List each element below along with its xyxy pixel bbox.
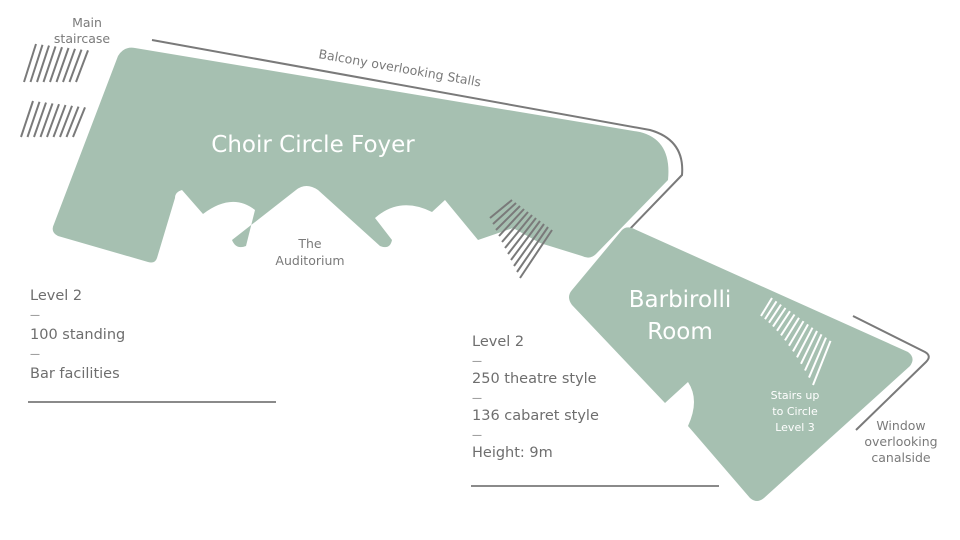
- main-staircase-label-2: staircase: [54, 31, 110, 46]
- stair-step: [495, 205, 521, 231]
- stair-step: [510, 220, 541, 261]
- stair-step: [42, 46, 57, 83]
- separator: —: [472, 393, 482, 404]
- stairs-up-label-2: to Circle: [772, 405, 818, 418]
- window-label-3: canalside: [871, 450, 931, 465]
- choir-circle-foyer-title: Choir Circle Foyer: [211, 132, 415, 158]
- stair-step: [812, 340, 832, 386]
- stair-step: [796, 327, 814, 358]
- stair-step: [513, 223, 545, 267]
- balcony-wall: [151, 39, 684, 263]
- stair-step: [519, 229, 553, 279]
- stair-step: [46, 103, 60, 138]
- foyer-capacity: 100 standing: [30, 327, 126, 343]
- stair-step: [764, 300, 778, 320]
- stair-step: [772, 307, 787, 328]
- stair-step: [68, 49, 83, 83]
- stair-step: [72, 107, 86, 138]
- stair-step: [507, 217, 537, 255]
- window-label-1: Window: [876, 418, 925, 433]
- stair-step: [788, 320, 805, 347]
- stair-step: [776, 310, 791, 332]
- stair-step: [498, 208, 525, 237]
- stair-step: [492, 202, 517, 225]
- separator: —: [472, 430, 482, 441]
- stair-step: [516, 226, 549, 273]
- stair-step: [26, 101, 41, 138]
- stair-step: [768, 304, 782, 324]
- auditorium-label-1: The: [297, 236, 322, 251]
- stairs-up-label-3: Level 3: [775, 421, 815, 434]
- stair-step: [65, 106, 80, 138]
- stair-step: [33, 102, 47, 138]
- barbirolli-title-2: Room: [647, 319, 713, 345]
- stair-step: [23, 43, 37, 83]
- foyer-facilities: Bar facilities: [30, 366, 120, 382]
- stair-step: [804, 333, 823, 371]
- stair-step: [39, 103, 54, 138]
- stair-step: [760, 297, 773, 317]
- barbirolli-cabaret: 136 cabaret style: [472, 408, 599, 424]
- stair-step: [75, 50, 89, 83]
- choir-circle-foyer-room[interactable]: [52, 47, 669, 263]
- stair-step: [489, 199, 513, 219]
- barbirolli-title-1: Barbirolli: [629, 287, 732, 313]
- stair-step: [792, 323, 809, 352]
- separator: —: [30, 349, 40, 360]
- stair-step: [55, 47, 70, 83]
- stairs-up-label-1: Stairs up: [771, 389, 820, 402]
- stair-step: [808, 337, 827, 378]
- barbirolli-info: Level 2 — 250 theatre style — 136 cabare…: [472, 333, 599, 463]
- auditorium-label-2: Auditorium: [275, 253, 344, 268]
- foyer-divider: [28, 401, 276, 403]
- barbirolli-height: Height: 9m: [472, 445, 553, 461]
- window-label-2: overlooking: [864, 434, 937, 449]
- foyer-level: Level 2: [30, 288, 83, 304]
- barbirolli-divider: [471, 485, 719, 487]
- stair-step: [20, 100, 34, 138]
- stairs-hatching: [20, 43, 832, 386]
- stair-step: [501, 211, 529, 243]
- window-wall: [852, 315, 930, 431]
- stair-step: [52, 104, 67, 138]
- foyer-info: Level 2 — 100 standing — Bar facilities: [30, 287, 125, 384]
- stair-step: [36, 45, 50, 83]
- barbirolli-room[interactable]: [569, 227, 913, 502]
- barbirolli-theatre: 250 theatre style: [472, 371, 597, 387]
- stair-step: [780, 313, 796, 336]
- main-staircase-label-1: Main: [72, 15, 102, 30]
- stair-step: [62, 48, 76, 83]
- stair-step: [784, 317, 800, 341]
- stair-step: [29, 44, 44, 83]
- separator: —: [472, 356, 482, 367]
- barbirolli-level: Level 2: [472, 334, 525, 350]
- stair-step: [504, 214, 533, 249]
- stair-step: [59, 105, 73, 138]
- stair-step: [49, 46, 63, 83]
- stair-step: [800, 330, 818, 365]
- separator: —: [30, 310, 40, 321]
